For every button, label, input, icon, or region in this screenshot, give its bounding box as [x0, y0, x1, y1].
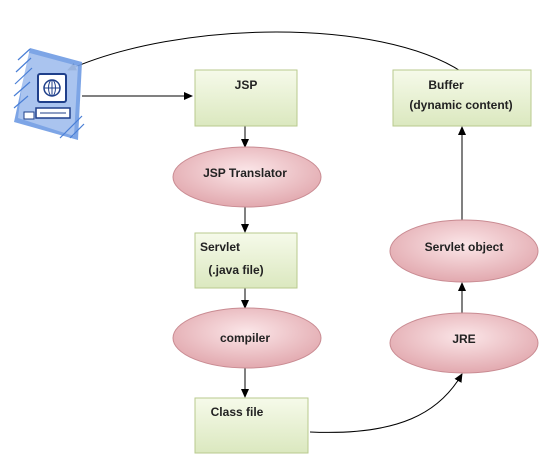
node-translator-label: JSP Translator: [203, 166, 287, 180]
node-translator: JSP Translator: [172, 146, 322, 208]
node-buffer-label-line2: (dynamic content): [409, 98, 512, 112]
node-compiler-label: compiler: [220, 331, 270, 345]
node-compiler: compiler: [172, 307, 322, 369]
node-jsp: JSP: [194, 69, 298, 127]
arrow-classfile-to-jre: [309, 373, 463, 433]
node-classfile: Class file: [194, 397, 309, 454]
node-jsp-label: JSP: [235, 78, 258, 92]
node-servletobject: Servlet object: [389, 219, 539, 283]
node-buffer-label-line1: Buffer: [428, 78, 464, 92]
node-servletobject-label: Servlet object: [425, 240, 504, 254]
node-classfile-label: Class file: [211, 405, 264, 419]
node-servlet-label-line2: (.java file): [208, 263, 263, 277]
node-servlet-label-line1: Servlet: [200, 240, 240, 254]
node-jre: JRE: [389, 312, 539, 374]
connectors: [67, 31, 466, 433]
arrow-buffer-to-client: [67, 31, 463, 73]
computer-client-icon: [13, 48, 85, 140]
node-servlet: Servlet (.java file): [194, 232, 298, 289]
node-jre-label: JRE: [452, 332, 475, 346]
node-buffer: Buffer (dynamic content): [392, 69, 532, 127]
